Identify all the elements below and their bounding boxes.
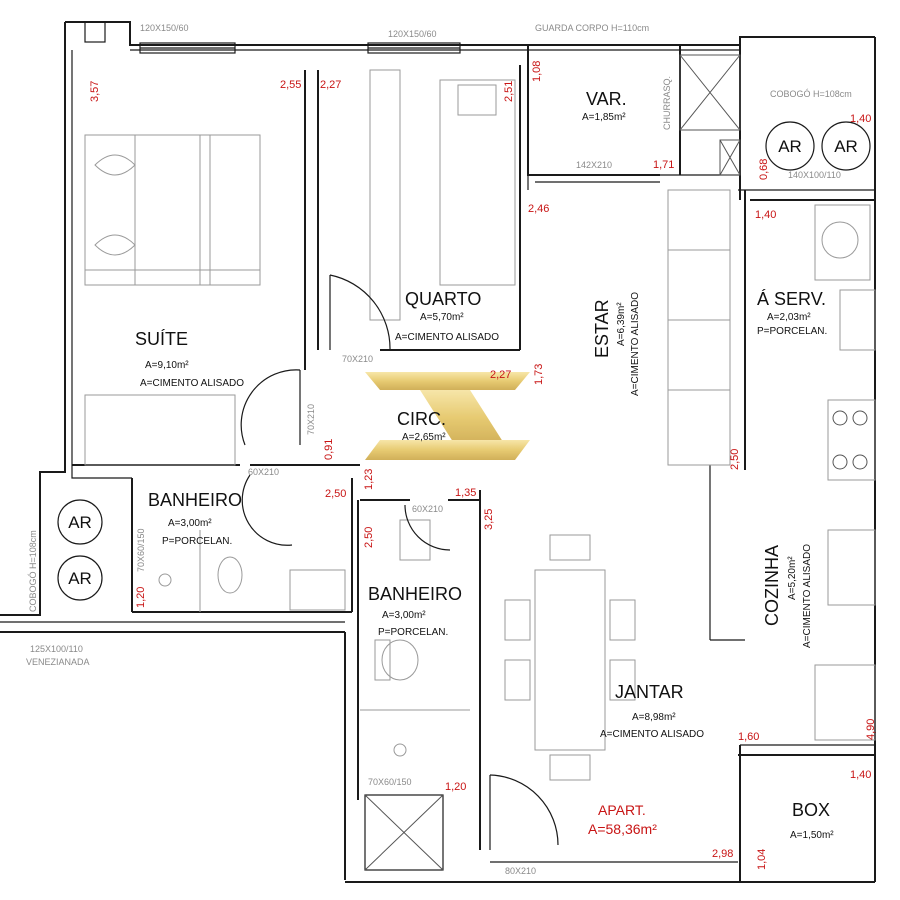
dim-label: 1,04 (756, 849, 768, 870)
dim-label: 1,73 (533, 364, 545, 385)
ar-label: AR (778, 137, 802, 156)
note-window-banheiro-2: 70X60/150 (368, 777, 412, 787)
note-cobogo-right: COBOGÓ H=108cm (770, 89, 852, 99)
room-floor-banheiro-2: P=PORCELAN. (378, 627, 448, 638)
room-name-banheiro-1: BANHEIRO (148, 490, 242, 510)
room-area-circ: A=2,65m² (402, 432, 446, 443)
dim-label: 1,08 (531, 61, 543, 82)
ar-label: AR (68, 569, 92, 588)
room-name-var: VAR. (586, 89, 627, 109)
dim-label: 2,50 (325, 488, 346, 500)
room-floor-cozinha: A=CIMENTO ALISADO (802, 544, 813, 648)
room-area-quarto: A=5,70m² (420, 312, 464, 323)
room-area-estar: A=6,39m² (616, 302, 627, 346)
note-door-banheiro-2: 60X210 (412, 504, 443, 514)
room-labels: SUÍTE A=9,10m² A=CIMENTO ALISADO QUARTO … (135, 89, 834, 841)
note-door-entry: 80X210 (505, 866, 536, 876)
note-cobogo-left: COBOGÓ H=108cm (28, 530, 38, 612)
note-window-aserv: 140X100/110 (788, 170, 841, 180)
note-guarda-corpo: GUARDA CORPO H=110cm (535, 23, 649, 33)
note-window-suite: 120X150/60 (140, 23, 189, 33)
dim-label: 2,46 (528, 203, 549, 215)
note-window-left: 125X100/110 (30, 644, 83, 654)
note-venezianada: VENEZIANADA (26, 657, 90, 667)
note-window-banheiro-1: 70X60/150 (136, 528, 146, 572)
room-name-aserv: Á SERV. (757, 289, 826, 309)
room-name-estar: ESTAR (592, 299, 612, 358)
dim-label: 1,60 (738, 731, 759, 743)
furniture (84, 54, 876, 781)
dim-label: 1,40 (850, 769, 871, 781)
ar-unit-icon (57, 555, 103, 601)
dim-label: 0,91 (323, 439, 335, 460)
ar-unit-icon (57, 499, 103, 545)
notes: 120X150/60 120X150/60 GUARDA CORPO H=110… (26, 23, 852, 876)
dim-label: 2,55 (280, 79, 301, 91)
room-floor-jantar: A=CIMENTO ALISADO (600, 729, 704, 740)
room-area-aserv: A=2,03m² (767, 312, 811, 323)
dim-label: 3,25 (483, 509, 495, 530)
note-door-quarto: 70X210 (342, 354, 373, 364)
note-door-var: 142X210 (576, 160, 612, 170)
dim-label: 2,50 (729, 449, 741, 470)
apartment-label: APART. (598, 802, 646, 818)
dim-label: 1,35 (455, 487, 476, 499)
room-area-box: A=1,50m² (790, 830, 834, 841)
dim-label: 0,68 (758, 159, 770, 180)
room-name-box: BOX (792, 800, 830, 820)
dim-label: 2,50 (363, 527, 375, 548)
room-area-banheiro-1: A=3,00m² (168, 518, 212, 529)
ar-label: AR (834, 137, 858, 156)
room-area-cozinha: A=5,20m² (787, 556, 798, 600)
ar-units: AR AR AR AR (57, 121, 871, 601)
room-area-suite: A=9,10m² (145, 360, 189, 371)
windows (84, 21, 461, 871)
room-area-banheiro-2: A=3,00m² (382, 610, 426, 621)
dim-label: 1,71 (653, 159, 674, 171)
dim-label: 1,20 (445, 781, 466, 793)
room-name-cozinha: COZINHA (762, 545, 782, 626)
ar-label: AR (68, 513, 92, 532)
dim-label: 3,57 (89, 81, 101, 102)
dim-label: 1,40 (755, 209, 776, 221)
ar-unit-icon (821, 121, 871, 171)
room-floor-banheiro-1: P=PORCELAN. (162, 536, 232, 547)
dim-label: 2,27 (490, 369, 511, 381)
room-area-jantar: A=8,98m² (632, 712, 676, 723)
note-churrasq: CHURRASQ. (662, 76, 672, 130)
room-floor-estar: A=CIMENTO ALISADO (630, 292, 641, 396)
room-name-suite: SUÍTE (135, 329, 188, 349)
dim-label: 1,20 (135, 587, 147, 608)
dim-label: 4,90 (865, 719, 877, 740)
dim-label: 1,23 (363, 469, 375, 490)
note-door-suite: 70X210 (306, 404, 316, 435)
note-window-quarto: 120X150/60 (388, 29, 437, 39)
room-floor-quarto: A=CIMENTO ALISADO (395, 332, 499, 343)
room-floor-aserv: P=PORCELAN. (757, 326, 827, 337)
dim-label: 2,27 (320, 79, 341, 91)
doors (240, 181, 660, 850)
apartment-area: A=58,36m² (588, 821, 657, 837)
room-floor-suite: A=CIMENTO ALISADO (140, 378, 244, 389)
room-area-var: A=1,85m² (582, 112, 626, 123)
room-name-quarto: QUARTO (405, 289, 481, 309)
watermark-logo (365, 372, 530, 460)
room-name-banheiro-2: BANHEIRO (368, 584, 462, 604)
room-name-circ: CIRC. (397, 409, 446, 429)
room-name-jantar: JANTAR (615, 682, 684, 702)
note-door-banheiro-1: 60X210 (248, 467, 279, 477)
dim-label: 2,51 (503, 81, 515, 102)
dim-label: 1,40 (850, 113, 871, 125)
dimensions: 3,57 2,55 2,27 2,51 1,08 1,71 1,40 0,68 … (89, 61, 877, 870)
dim-label: 2,98 (712, 848, 733, 860)
ar-unit-icon (765, 121, 815, 171)
